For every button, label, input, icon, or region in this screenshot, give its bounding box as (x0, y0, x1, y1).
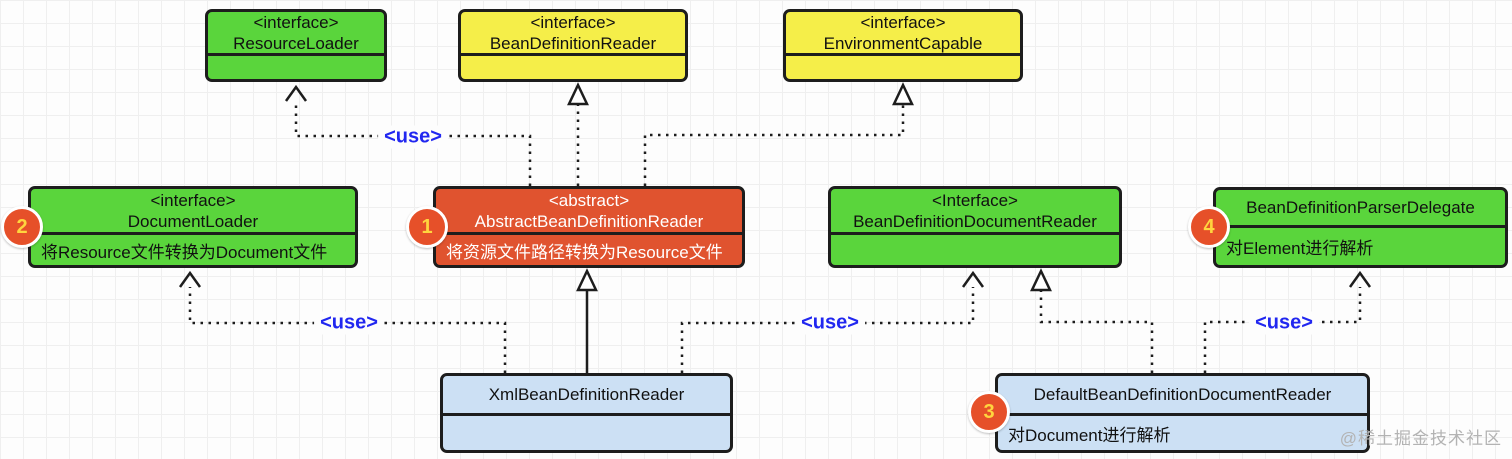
edge-abstractbdr-to-beandefinitionreader (567, 82, 589, 186)
class-header: <abstract> AbstractBeanDefinitionReader (436, 189, 742, 235)
step-badge-2: 2 (1, 206, 43, 248)
stereotype-label: <interface> (530, 12, 616, 32)
step-badge-4: 4 (1188, 206, 1230, 248)
stereotype-label: <interface> (150, 190, 236, 210)
step-badge-3: 3 (968, 391, 1010, 433)
class-body: 将Resource文件转换为Document文件 (41, 242, 328, 262)
class-header: <interface> BeanDefinitionReader (461, 12, 685, 56)
class-name: ResourceLoader (233, 33, 359, 53)
class-box-default-bean-definition-document-reader: DefaultBeanDefinitionDocumentReader 对Doc… (995, 373, 1370, 453)
edge-abstractbdr-to-environmentcapable (643, 82, 914, 186)
open-arrowhead-icon (284, 84, 308, 102)
class-box-bean-definition-parser-delegate: BeanDefinitionParserDelegate 对Element进行解… (1213, 187, 1508, 268)
edge-abstractbdr-to-resourceloader (284, 84, 532, 186)
class-name: DocumentLoader (127, 211, 259, 231)
class-box-document-loader: <interface> DocumentLoader 将Resource文件转换… (28, 186, 358, 268)
class-body (208, 56, 384, 79)
class-box-environment-capable: <interface> EnvironmentCapable (783, 9, 1023, 82)
class-header: <interface> DocumentLoader (31, 189, 355, 235)
class-header: BeanDefinitionParserDelegate (1216, 190, 1505, 228)
class-name: BeanDefinitionParserDelegate (1246, 198, 1475, 217)
edge-xmlbdr-to-bddocumentreader (680, 270, 985, 373)
stereotype-label: <abstract> (548, 190, 630, 210)
class-body (786, 56, 1020, 79)
class-name: XmlBeanDefinitionReader (488, 385, 685, 404)
class-header: <interface> EnvironmentCapable (786, 12, 1020, 56)
use-edge-label: <use> (314, 311, 384, 335)
class-name: DefaultBeanDefinitionDocumentReader (1033, 385, 1332, 404)
class-header: <interface> ResourceLoader (208, 12, 384, 56)
step-badge-1: 1 (406, 206, 448, 248)
use-edge-label: <use> (1249, 311, 1319, 335)
stereotype-label: <Interface> (931, 190, 1018, 210)
class-box-bean-definition-document-reader: <Interface> BeanDefinitionDocumentReader (828, 186, 1122, 268)
open-arrowhead-icon (961, 270, 985, 288)
class-name: AbstractBeanDefinitionReader (474, 211, 704, 231)
class-name: EnvironmentCapable (823, 33, 983, 53)
hollow-triangle-icon (567, 82, 589, 106)
stereotype-label: <interface> (860, 12, 946, 32)
open-arrowhead-icon (1348, 270, 1372, 288)
class-body (461, 56, 685, 79)
class-body (831, 235, 1119, 265)
class-body: 将资源文件路径转换为Resource文件 (446, 242, 723, 262)
hollow-triangle-icon (576, 268, 598, 292)
hollow-triangle-icon (1030, 268, 1052, 292)
class-name: BeanDefinitionReader (489, 33, 657, 53)
class-header: DefaultBeanDefinitionDocumentReader (998, 376, 1367, 416)
watermark: @稀土掘金技术社区 (1339, 429, 1502, 448)
class-box-abstract-bean-definition-reader: <abstract> AbstractBeanDefinitionReader … (433, 186, 745, 268)
class-header: <Interface> BeanDefinitionDocumentReader (831, 189, 1119, 235)
class-box-resource-loader: <interface> ResourceLoader (205, 9, 387, 82)
edge-xmlbdr-to-documentloader (178, 270, 507, 373)
class-body (443, 416, 730, 450)
use-edge-label: <use> (795, 311, 865, 335)
class-body: 对Element进行解析 (1226, 239, 1374, 258)
edge-defaultbddr-to-bddocumentreader (1030, 268, 1154, 373)
open-arrowhead-icon (178, 270, 202, 288)
class-name: BeanDefinitionDocumentReader (853, 211, 1097, 231)
class-box-xml-bean-definition-reader: XmlBeanDefinitionReader (440, 373, 733, 453)
hollow-triangle-icon (892, 82, 914, 106)
class-box-bean-definition-reader: <interface> BeanDefinitionReader (458, 9, 688, 82)
use-edge-label: <use> (378, 125, 448, 149)
stereotype-label: <interface> (253, 12, 339, 32)
edge-xmlbdr-to-abstractbdr (576, 268, 598, 373)
class-header: XmlBeanDefinitionReader (443, 376, 730, 416)
class-body: 对Document进行解析 (1008, 425, 1171, 445)
